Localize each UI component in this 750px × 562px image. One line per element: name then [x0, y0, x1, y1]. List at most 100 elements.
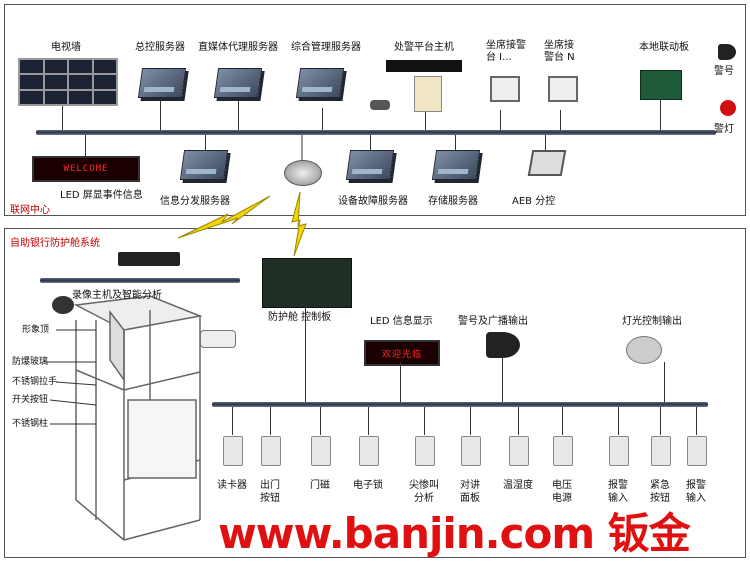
booth-part-label: 形象顶: [22, 325, 50, 335]
network-center-label: 联网中心: [10, 205, 50, 216]
device-bus: [212, 402, 708, 407]
siren-label: 警号: [714, 66, 734, 77]
light-control-label: 灯光控制输出: [622, 316, 682, 327]
led-event-label: LED 屏显事件信息: [60, 190, 143, 201]
device-icon: [415, 436, 435, 466]
drop-line: [470, 407, 471, 435]
device-label-line2: 输入: [608, 493, 628, 504]
router-icon: [284, 160, 322, 186]
drop-line: [424, 407, 425, 435]
aeb-label: AEB 分控: [512, 196, 556, 207]
broadcast-horn-icon: [486, 332, 520, 358]
tv-wall-icon: [18, 58, 118, 106]
alarm-host-display-icon: [386, 60, 462, 72]
local-linkage-label: 本地联动板: [639, 42, 689, 53]
seat-1-label: 坐席接警台 I...: [486, 40, 526, 63]
siren-broadcast-label: 警号及广播输出: [458, 316, 528, 327]
drop-line: [368, 407, 369, 435]
led-event-screen: WELCOME: [32, 156, 140, 182]
device-icon: [553, 436, 573, 466]
tv-wall-label: 电视墙: [51, 42, 81, 53]
drop-line: [502, 358, 503, 402]
device-label-line2: 按钮: [260, 493, 280, 504]
seat-1-monitor-icon: [490, 76, 520, 102]
device-icon: [311, 436, 331, 466]
booth-part-label: 不锈钢柱: [12, 419, 49, 429]
drop-line: [270, 407, 271, 435]
device-label: 报警: [686, 480, 706, 491]
booth-drawing: [73, 295, 203, 541]
device-icon: [359, 436, 379, 466]
watermark: www.banjin.com 钣金: [218, 509, 691, 558]
device-label-line2: 面板: [460, 493, 480, 504]
device-icon: [461, 436, 481, 466]
info-dispatch-label: 信息分发服务器: [160, 196, 230, 207]
drop-line: [455, 135, 456, 155]
recorder-bus: [40, 278, 240, 283]
drop-line: [560, 110, 561, 130]
dome-camera-icon: [52, 296, 74, 314]
led-display-label: LED 信息显示: [370, 316, 433, 327]
drop-line: [322, 108, 323, 130]
device-label: 读卡器: [217, 480, 247, 491]
drop-line: [518, 407, 519, 435]
device-icon: [261, 436, 281, 466]
booth-part-label: 开关按钮: [12, 395, 49, 405]
device-label: 报警: [608, 480, 628, 491]
seat-n-monitor-icon: [548, 76, 578, 102]
bullet-camera-icon: [200, 330, 236, 348]
device-label: 对讲: [460, 480, 480, 491]
booth-part-label: 不锈钢拉手: [12, 377, 58, 387]
seat-n-label: 坐席接警台 N: [544, 40, 575, 63]
device-icon: [509, 436, 529, 466]
device-icon: [609, 436, 629, 466]
device-label: 温湿度: [503, 480, 533, 491]
drop-line: [545, 135, 546, 155]
network-center-frame: [4, 4, 746, 216]
drop-line: [400, 362, 401, 402]
drop-line: [696, 407, 697, 435]
device-label: 尖惨叫: [409, 480, 439, 491]
master-server-label: 总控服务器: [135, 42, 185, 53]
integrated-mgmt-label: 综合管理服务器: [291, 42, 361, 53]
drop-line: [305, 306, 306, 402]
recorder-icon: [118, 252, 180, 266]
drop-line: [562, 407, 563, 435]
booth-control-board-icon: [262, 258, 352, 308]
drop-line: [425, 110, 426, 130]
drop-line: [660, 100, 661, 130]
light-fixture-icon: [626, 336, 662, 364]
device-fault-label: 设备故障服务器: [338, 196, 408, 207]
device-label-line2: 电源: [552, 493, 572, 504]
device-icon: [651, 436, 671, 466]
device-icon: [687, 436, 707, 466]
drop-line: [664, 362, 665, 402]
drop-line: [500, 110, 501, 130]
device-label: 电压: [552, 480, 572, 491]
media-proxy-label: 直媒体代理服务器: [198, 42, 278, 53]
device-label-line2: 分析: [414, 493, 434, 504]
booth-part-label: 防爆玻璃: [12, 357, 49, 367]
alarm-light-icon: [720, 100, 736, 116]
drop-line: [370, 135, 371, 155]
booth-system-frame: [4, 228, 746, 558]
device-label-line2: 按钮: [650, 493, 670, 504]
lightning-bolt-left: [177, 195, 271, 239]
network-bus: [36, 130, 716, 135]
local-linkage-board-icon: [640, 70, 682, 100]
alarm-light-label: 警灯: [714, 124, 734, 135]
alarm-host-label: 处警平台主机: [394, 42, 454, 53]
device-label: 门磁: [310, 480, 330, 491]
lightning-bolt-right: [291, 191, 307, 257]
led-info-display: 欢迎光临: [364, 340, 440, 366]
drop-line: [238, 100, 239, 130]
booth-system-label: 自助银行防护舱系统: [10, 238, 100, 249]
booth-callout-lines: [46, 329, 97, 425]
drop-line: [660, 407, 661, 435]
drop-line: [320, 407, 321, 435]
microphone-icon: [370, 100, 390, 110]
control-board-label: 防护舱 控制板: [268, 312, 332, 323]
drop-line: [618, 407, 619, 435]
device-label: 电子锁: [353, 480, 383, 491]
